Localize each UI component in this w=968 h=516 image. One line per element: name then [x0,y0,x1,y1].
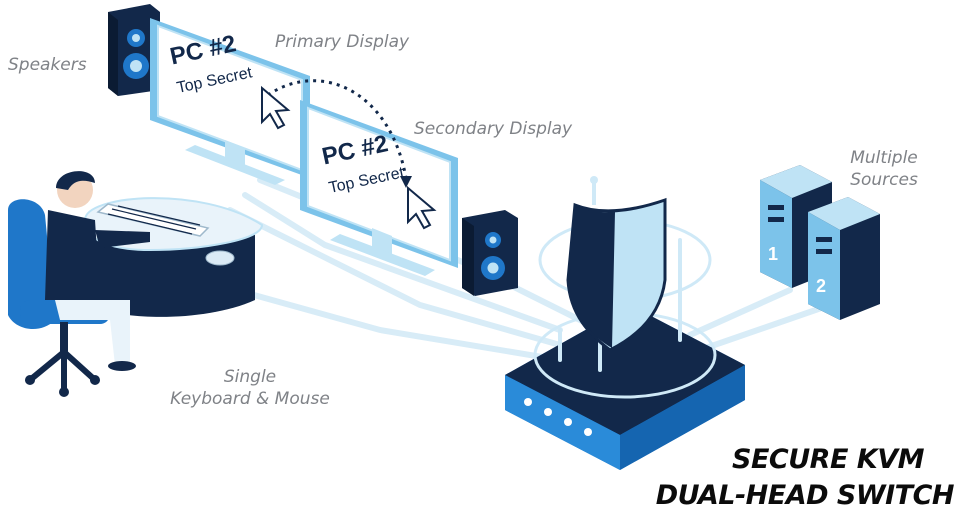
secondary-display-label: Secondary Display [414,119,573,139]
primary-monitor [150,18,310,185]
speakers-label: Speakers [8,55,87,75]
speaker-right [462,210,518,296]
person-at-desk [8,171,150,397]
cursor-path-arc [267,79,408,179]
server-2 [808,197,880,320]
secure-switch [505,176,745,470]
diagram-title: SECURE KVM DUAL-HEAD SWITCH [655,442,955,514]
multiple-sources-line2: Sources [850,170,918,190]
arc-arrowhead [400,176,412,188]
keyboard-mouse-label: Single Keyboard & Mouse [160,366,340,410]
speaker-left [108,4,160,96]
server-2-number: 2 [816,276,827,296]
title-line2: DUAL-HEAD SWITCH [655,480,955,511]
secondary-monitor [300,100,458,276]
multiple-sources-line1: Multiple [850,148,918,168]
multiple-sources-label: Multiple Sources [834,147,934,191]
cursor-icon-primary [261,85,291,130]
title-line1: SECURE KVM [732,444,924,475]
cursor-icon-secondary [407,185,437,230]
keyboard-mouse-line1: Single [223,367,277,387]
server-1-number: 1 [768,244,779,264]
primary-display-label: Primary Display [275,32,410,52]
desk [83,197,264,317]
keyboard-mouse-line2: Keyboard & Mouse [170,389,330,409]
shield-icon [566,197,667,352]
